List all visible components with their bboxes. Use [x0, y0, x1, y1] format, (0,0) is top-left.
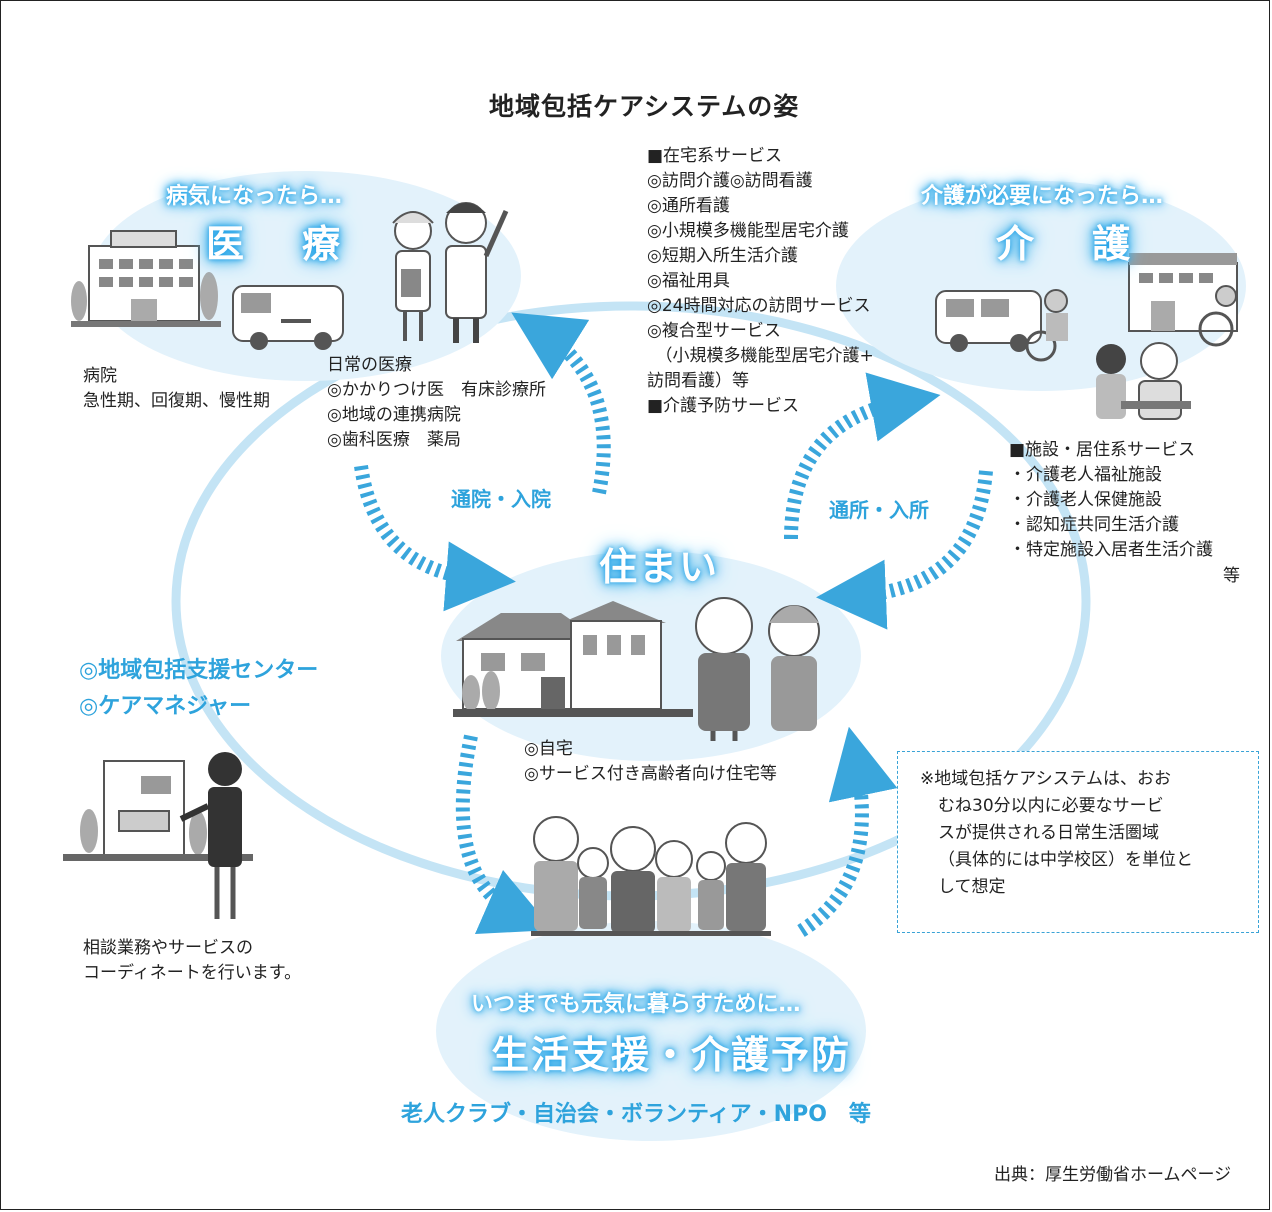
medical-subtitle: 病気になったら…	[166, 184, 343, 209]
arrow-medical-to-home	[354, 464, 516, 612]
care-vehicle-illustration	[935, 289, 1068, 362]
daily-medical-line: ◎かかりつけ医 有床診療所	[327, 380, 547, 400]
life-subtitle: いつまでも元気に暮らすために…	[471, 992, 801, 1017]
home-service-line: ◎小規模多機能型居宅介護	[647, 221, 849, 241]
home-line: ◎サービス付き高齢者向け住宅等	[524, 764, 777, 784]
home-service-line: ◎訪問介護◎訪問看護	[647, 171, 813, 191]
hospital-illustration	[71, 230, 221, 327]
daily-medical-line: ◎歯科医療 薬局	[327, 430, 461, 450]
care-subtitle: 介護が必要になったら…	[921, 184, 1164, 209]
medical-heading: 医 療	[206, 222, 351, 266]
facility-service-line: ・介護老人福祉施設	[1009, 465, 1162, 485]
support-center-list: ◎地域包括支援センター ◎ケアマネジャー	[79, 653, 318, 725]
hospital-line: 急性期、回復期、慢性期	[83, 391, 270, 411]
daily-medical-list: 日常の医療 ◎かかりつけ医 有床診療所 ◎地域の連携病院 ◎歯科医療 薬局	[327, 353, 546, 453]
home-line: ◎自宅	[524, 739, 573, 759]
facility-service-line: ・特定施設入居者生活介護	[1009, 540, 1213, 560]
home-service-line: ◎通所看護	[647, 196, 730, 216]
note-line: （具体的には中学校区）を単位と	[938, 850, 1193, 870]
care-facility-illustration	[1128, 253, 1238, 347]
home-service-line: ◎短期入所生活介護	[647, 246, 798, 266]
home-service-line: ■在宅系サービス	[647, 146, 783, 166]
home-service-line: ◎24時間対応の訪問サービス	[647, 296, 871, 316]
home-services-list: ■在宅系サービス ◎訪問介護◎訪問看護 ◎通所看護 ◎小規模多機能型居宅介護 ◎…	[647, 144, 874, 419]
facility-services-list: ■施設・居住系サービス ・介護老人福祉施設 ・介護老人保健施設 ・認知症共同生活…	[1009, 438, 1213, 563]
life-heading: 生活支援・介護予防	[491, 1033, 852, 1077]
home-service-line: 訪問看護）等	[647, 371, 749, 391]
support-center-line: ◎地域包括支援センター	[79, 658, 319, 683]
support-desc-line: コーディネートを行います。	[83, 963, 302, 983]
facility-service-line: ■施設・居住系サービス	[1009, 440, 1196, 460]
home-service-line: （小規模多機能型居宅介護+	[647, 346, 874, 366]
hospital-label: 病院 急性期、回復期、慢性期	[83, 364, 270, 414]
home-heading: 住まい	[599, 545, 720, 589]
support-desc-line: 相談業務やサービスの	[83, 938, 253, 958]
life-ellipse	[436, 921, 866, 1141]
facility-etc: 等	[1223, 566, 1240, 586]
diagram-title: 地域包括ケアシステムの姿	[489, 92, 800, 121]
hospital-arrow-label: 通院・入院	[451, 487, 551, 511]
home-service-line: ◎福祉用具	[647, 271, 730, 291]
daycare-arrow-label: 通所・入所	[829, 498, 929, 522]
home-service-line: ■介護予防サービス	[647, 396, 800, 416]
home-list: ◎自宅 ◎サービス付き高齢者向け住宅等	[524, 737, 777, 787]
note-box: ※地域包括ケアシステムは、おお むね30分以内に必要なサービ スが提供される日常…	[897, 751, 1259, 933]
facility-service-line: ・介護老人保健施設	[1009, 490, 1162, 510]
arrow-life-to-home	[797, 726, 898, 937]
hospital-line: 病院	[83, 366, 117, 386]
daily-medical-line: 日常の医療	[327, 355, 412, 375]
arrow-home-to-care	[784, 372, 941, 540]
house-illustration	[453, 601, 693, 717]
note-line: ※地域包括ケアシステムは、おお	[920, 769, 1172, 789]
note-line: むね30分以内に必要なサービ	[938, 796, 1164, 816]
doctor-nurse-illustration	[392, 202, 509, 343]
ambulance-illustration	[232, 285, 344, 350]
home-service-line: ◎複合型サービス	[647, 321, 781, 341]
arrow-home-to-medical	[511, 312, 611, 495]
note-line: スが提供される日常生活圏域	[938, 823, 1159, 843]
facility-service-line: ・認知症共同生活介護	[1009, 515, 1179, 535]
source-credit: 出典：厚生労働省ホームページ	[994, 1165, 1232, 1185]
care-helper-illustration	[1096, 342, 1191, 420]
daily-medical-line: ◎地域の連携病院	[327, 405, 461, 425]
support-center-illustration	[63, 752, 253, 919]
note-line: して想定	[938, 877, 1006, 897]
care-heading: 介 護	[996, 222, 1141, 266]
arrow-home-to-life	[455, 734, 554, 934]
life-groups: 老人クラブ・自治会・ボランティア・NPO 等	[401, 1102, 871, 1127]
support-center-description: 相談業務やサービスの コーディネートを行います。	[83, 936, 301, 986]
family-illustration	[531, 816, 771, 936]
elderly-couple-illustration	[695, 597, 820, 741]
arrow-care-to-home	[816, 470, 993, 630]
support-center-line: ◎ケアマネジャー	[79, 694, 252, 719]
